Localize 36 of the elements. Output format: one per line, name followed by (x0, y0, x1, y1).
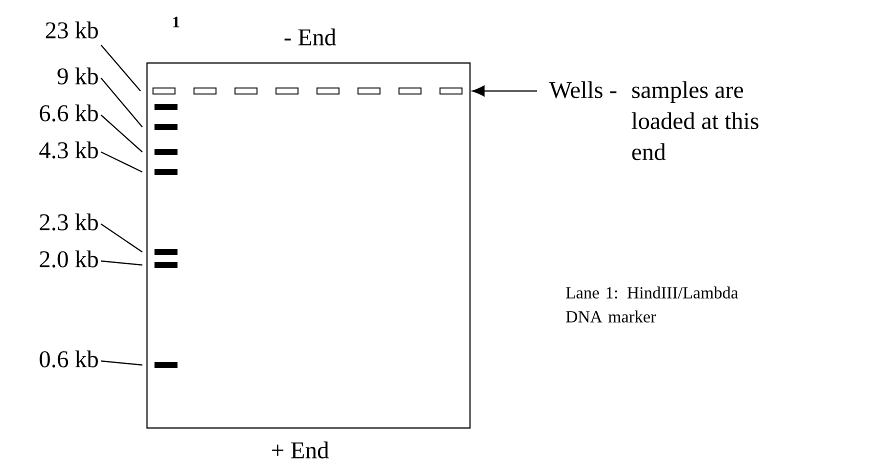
leader-line (100, 78, 143, 128)
size-label: 9 kb (58, 68, 98, 84)
well (234, 88, 258, 94)
well (152, 88, 176, 94)
size-label: 2.3 kb (40, 214, 98, 230)
note-text: Lane 1: HindIII/Lambda DNA marker (566, 286, 738, 322)
band (154, 262, 178, 268)
well (194, 88, 216, 94)
well (358, 88, 380, 94)
callout-text: Wells - (549, 81, 616, 98)
band (154, 249, 178, 255)
band (154, 104, 178, 110)
band (154, 169, 178, 175)
band (154, 149, 178, 155)
size-label: 23 kb (46, 22, 98, 38)
arrow (472, 86, 537, 96)
gel-box (146, 62, 471, 429)
band (154, 124, 178, 130)
well (316, 88, 340, 94)
well (440, 88, 462, 94)
callout-text: samples are loaded at this end (632, 81, 758, 160)
well (276, 88, 298, 94)
lane-number: 1 (173, 16, 180, 28)
size-label: 4.3 kb (39, 142, 98, 158)
size-label: 2.0 kb (40, 250, 98, 268)
band (154, 362, 178, 368)
size-label: 0.6 kb (40, 350, 98, 368)
leader-line (100, 224, 143, 252)
well (398, 88, 422, 94)
size-label: 6.6 kb (40, 104, 98, 122)
leader-line (100, 260, 142, 266)
leader-line (100, 114, 143, 152)
leader-line (100, 44, 141, 92)
pole-label: - End (284, 28, 336, 46)
leader-line (100, 151, 143, 173)
pole-label: + End (272, 442, 329, 458)
